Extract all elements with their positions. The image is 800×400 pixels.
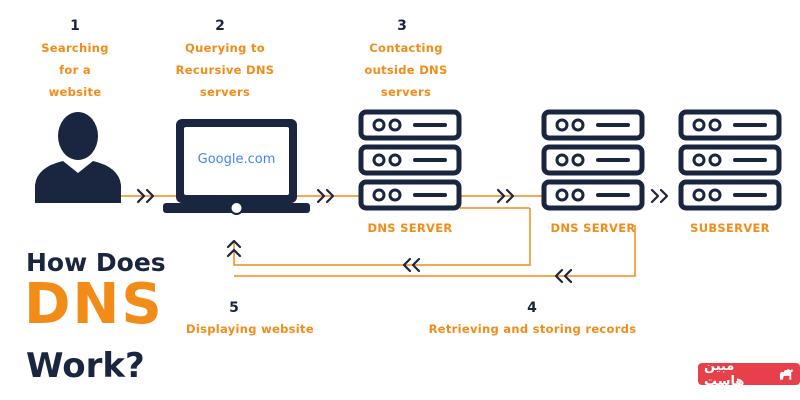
title-line-2: DNS: [24, 272, 164, 337]
step-3-label-line: servers: [380, 85, 432, 99]
backward-chevron-icon: [402, 257, 421, 273]
subserver-label: Subserver: [690, 221, 770, 235]
laptop: Google.com: [163, 115, 310, 221]
forward-chevron-icon: [650, 188, 669, 204]
step-5-label: Displaying website: [186, 322, 314, 336]
dns-server-1-icon: [358, 109, 462, 211]
forward-chevron-icon: [316, 188, 335, 204]
step-1-label-line: Searching: [41, 41, 109, 55]
laptop-icon: [163, 119, 310, 215]
step-2-label-line: Recursive DNS: [175, 63, 275, 77]
step-2-label: Querying to Recursive DNS servers: [165, 37, 285, 103]
step-2-label-line: servers: [199, 85, 251, 99]
camel-icon: [779, 369, 794, 380]
up-chevron-icon: [226, 239, 242, 258]
dns-server-2-label: DNS server: [550, 221, 636, 235]
step-5-number: 5: [229, 300, 239, 316]
subserver-icon: [678, 109, 782, 211]
forward-chevron-icon: [496, 188, 515, 204]
step-3-number: 3: [397, 18, 407, 34]
step-1-label: Searching for a website: [20, 37, 130, 103]
step-1-label-line: for a: [59, 63, 91, 77]
step-1-number: 1: [70, 18, 80, 34]
step-1-label-line: website: [48, 85, 102, 99]
step-3-label-line: Contacting: [369, 41, 443, 55]
step-3-label-line: outside DNS: [364, 63, 448, 77]
dns-server-1-label: DNS server: [367, 221, 453, 235]
step-2-label-line: Querying to: [185, 41, 265, 55]
step-4-number: 4: [527, 300, 537, 316]
laptop-screen-text: Google.com: [197, 152, 276, 167]
title-line-1: How Does: [26, 248, 166, 277]
brand-text: مبين هاست: [704, 359, 745, 389]
brand-badge: مبين هاست: [698, 359, 800, 389]
step-2-number: 2: [215, 18, 225, 34]
forward-chevron-icon: [136, 188, 155, 204]
backward-chevron-icon: [554, 268, 573, 284]
step-4-label: Retrieving and storing records: [428, 322, 637, 336]
dns-server-2-icon: [541, 109, 645, 211]
title-line-3: Work?: [26, 346, 145, 386]
step-3-label: Contacting outside DNS servers: [346, 37, 466, 103]
user-icon: [35, 112, 121, 203]
